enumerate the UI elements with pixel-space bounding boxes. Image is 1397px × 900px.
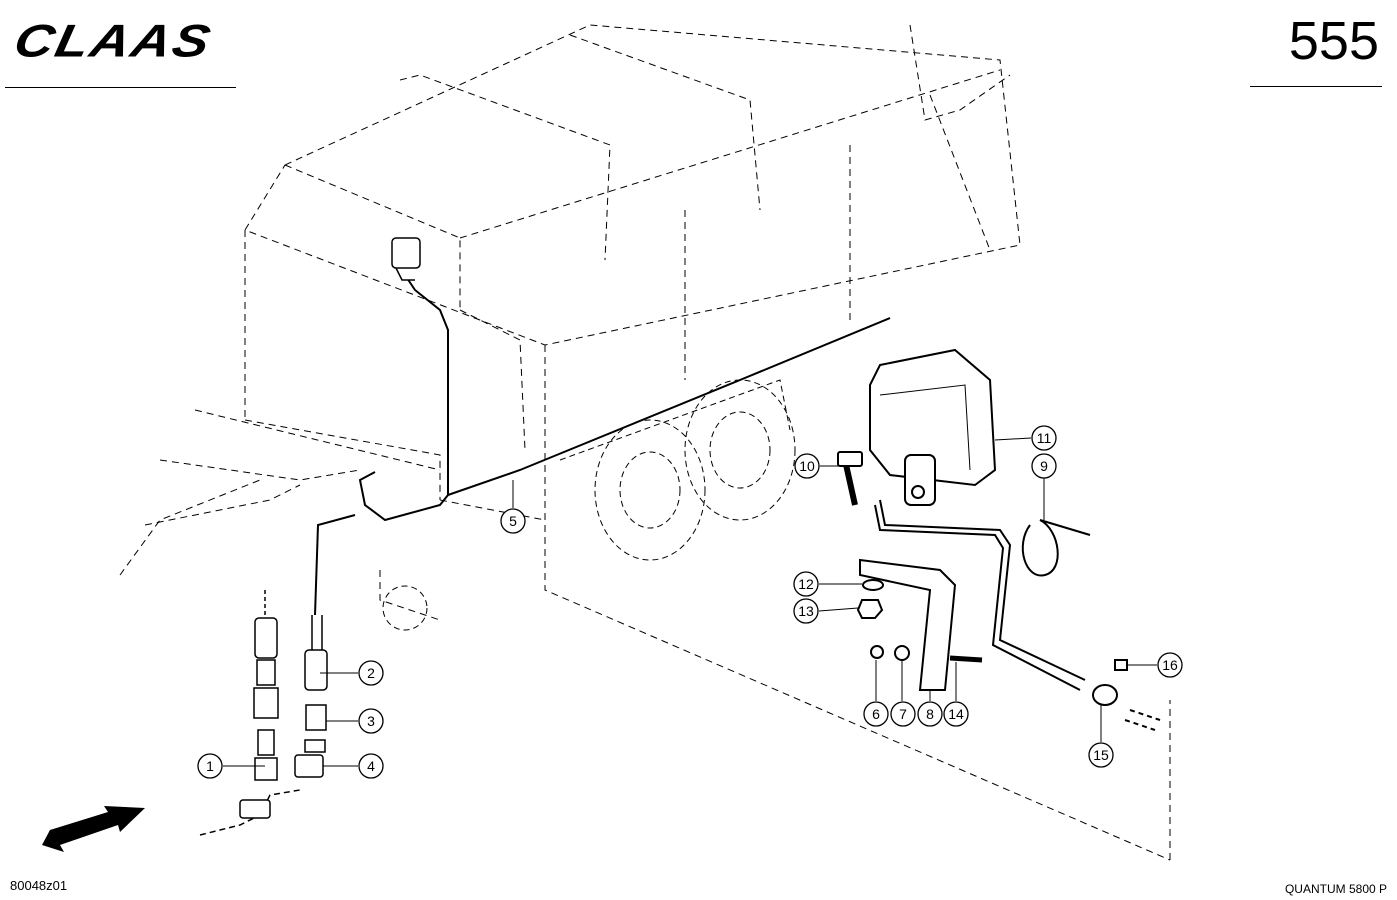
callout-label: 15 xyxy=(1093,747,1109,763)
callout-4: 4 xyxy=(358,753,384,779)
callout-10: 10 xyxy=(794,453,820,479)
callout-label: 14 xyxy=(948,706,964,722)
callout-label: 6 xyxy=(872,706,880,722)
callout-12: 12 xyxy=(793,571,819,597)
callout-1: 1 xyxy=(197,753,223,779)
callout-label: 5 xyxy=(509,513,517,529)
callout-7: 7 xyxy=(890,701,916,727)
trailer-wheels xyxy=(382,379,796,631)
callout-label: 2 xyxy=(367,665,375,681)
callout-14: 14 xyxy=(943,701,969,727)
callout-3: 3 xyxy=(358,708,384,734)
pressure-switch-assembly xyxy=(199,590,328,836)
callout-label: 11 xyxy=(1037,430,1052,446)
callout-13: 13 xyxy=(793,598,819,624)
callout-label: 1 xyxy=(206,758,214,774)
machine-model: QUANTUM 5800 P xyxy=(1284,882,1387,896)
side-lamp xyxy=(391,237,421,281)
callout-label: 8 xyxy=(926,706,934,722)
callout-11: 11 xyxy=(1031,425,1057,451)
callout-label: 16 xyxy=(1162,657,1178,673)
callout-leaders xyxy=(223,437,1157,767)
callout-label: 3 xyxy=(367,713,375,729)
mounting-bracket xyxy=(837,451,1161,731)
logo-underline xyxy=(5,87,236,88)
forward-direction-arrow xyxy=(42,806,145,852)
callout-label: 10 xyxy=(799,458,815,474)
callout-6: 6 xyxy=(863,701,889,727)
trailer-outline xyxy=(119,24,1171,861)
callout-2: 2 xyxy=(358,660,384,686)
page-number: 555 xyxy=(1288,11,1379,71)
callout-5: 5 xyxy=(500,508,526,534)
callout-label: 12 xyxy=(798,576,814,592)
page-number-underline xyxy=(1250,86,1382,87)
cable-harness xyxy=(314,274,891,616)
callout-label: 7 xyxy=(899,706,907,722)
callout-label: 4 xyxy=(367,758,375,774)
callout-16: 16 xyxy=(1157,652,1183,678)
work-light xyxy=(869,348,997,506)
callout-label: 13 xyxy=(798,603,814,619)
callout-8: 8 xyxy=(917,701,943,727)
callout-15: 15 xyxy=(1088,742,1114,768)
callout-label: 9 xyxy=(1040,458,1048,474)
callout-9: 9 xyxy=(1031,453,1057,479)
drawing-number: 80048z01 xyxy=(10,878,68,893)
